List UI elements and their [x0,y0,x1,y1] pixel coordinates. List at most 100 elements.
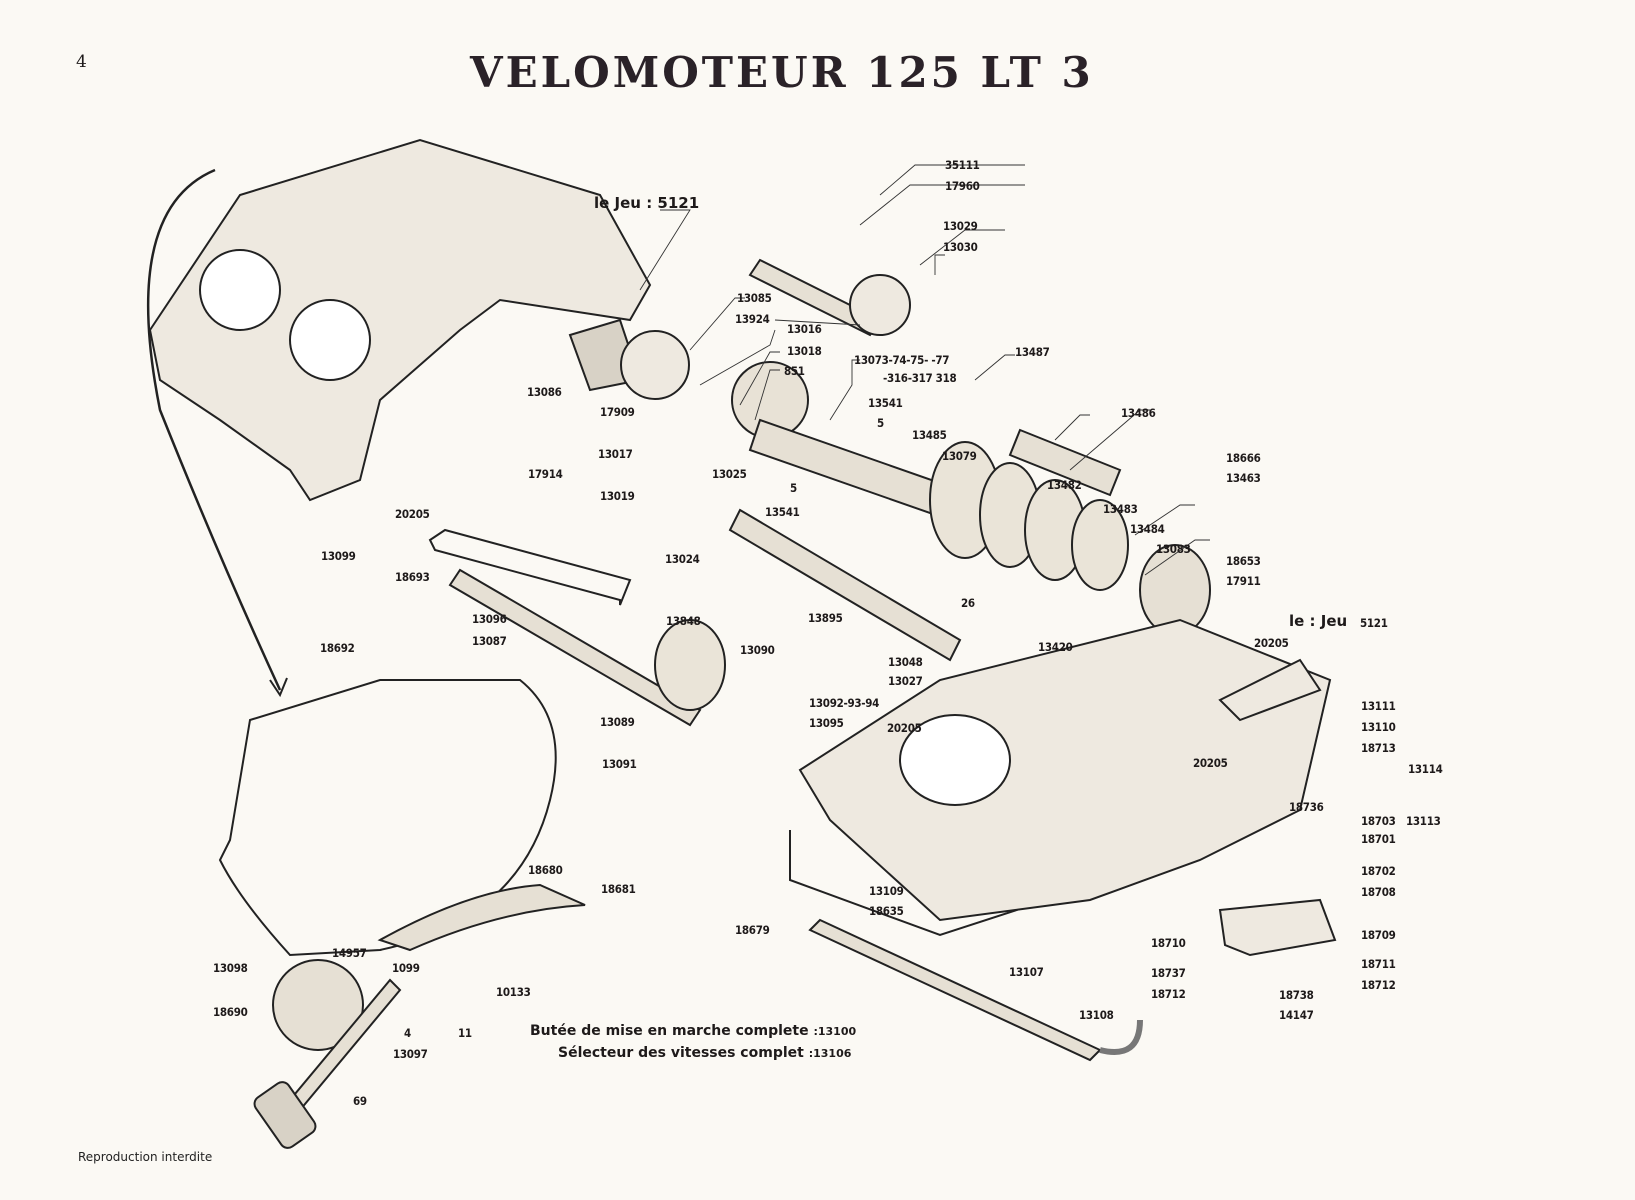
callout-13030: 13030 [943,240,978,254]
crankcase-arrow [146,168,282,691]
callout-13097: 13097 [393,1047,428,1061]
callout-17960: 17960 [945,179,980,193]
footer-copyright: Reproduction interdite [78,1150,213,1164]
callout-18635: 18635 [869,904,904,918]
callout-18680: 18680 [528,863,563,877]
callout-13091: 13091 [602,757,637,771]
callout-13085: 13085 [737,291,772,305]
callout-13463: 13463 [1226,471,1261,485]
callout-13486: 13486 [1121,406,1156,420]
callout-13019: 13019 [600,489,635,503]
crankcase-left [148,138,652,502]
callout-17914: 17914 [528,467,563,481]
callout-13090: 13090 [740,643,775,657]
callout-13114: 13114 [1408,762,1443,776]
callout-13024: 13024 [665,552,700,566]
callout-18708: 18708 [1361,885,1396,899]
callout-13110: 13110 [1361,720,1396,734]
callout-18711: 18711 [1361,957,1396,971]
callout-13099: 13099 [321,549,356,563]
callout-851: 851 [784,364,805,378]
callout-18709: 18709 [1361,928,1396,942]
callout-13089: 13089 [600,715,635,729]
callout-18666: 18666 [1226,451,1261,465]
callout-13541-bottom: 13541 [765,505,800,519]
callout-18736: 18736 [1289,800,1324,814]
note-kickstart-stop: Butée de mise en marche complete :13100 [530,1023,856,1039]
note-text: Butée de mise en marche complete [530,1023,809,1039]
callout-10133: 10133 [496,985,531,999]
callout-18681: 18681 [601,882,636,896]
callout-13092-93-94: 13092-93-94 [809,696,880,710]
callout-13098: 13098 [213,961,248,975]
callout-13017: 13017 [598,447,633,461]
callout-17911: 17911 [1226,574,1261,588]
kick-spring [272,959,364,1051]
note-ref: :13100 [813,1025,857,1038]
callout-13073: 13073-74-75- -77 [854,353,950,367]
callout-17909: 17909 [600,405,635,419]
callout-13087: 13087 [472,634,507,648]
callout-13025: 13025 [712,467,747,481]
selector-plate [1218,898,1337,957]
callout-18702: 18702 [1361,864,1396,878]
callout-13111: 13111 [1361,699,1396,713]
callout-20205-lower: 20205 [1193,756,1228,770]
callout-13483: 13483 [1103,502,1138,516]
callout-18712-right: 18712 [1361,978,1396,992]
callout-13095: 13095 [809,716,844,730]
callout-13541-top: 13541 [868,396,903,410]
callout-14147: 14147 [1279,1008,1314,1022]
callout-13048: 13048 [888,655,923,669]
callout-20205-top: 20205 [395,507,430,521]
callout-13848: 13848 [666,614,701,628]
callout-18679: 18679 [735,923,770,937]
callout-4: 4 [404,1026,411,1040]
callout-13018: 13018 [787,344,822,358]
callout-11: 11 [458,1026,472,1040]
page-number: 4 [76,52,87,72]
note-text: Sélecteur des vitesses complet [558,1045,804,1061]
callout-13086: 13086 [527,385,562,399]
page-title: VELOMOTEUR 125 LT 3 [470,48,1094,97]
set-label-right: le : Jeu [1289,612,1348,630]
callout-13083: 13083 [1156,542,1191,556]
callout-13420: 13420 [1038,640,1073,654]
callout-13108: 13108 [1079,1008,1114,1022]
callout-13895: 13895 [808,611,843,625]
layshaft [728,508,962,662]
callout-13487: 13487 [1015,345,1050,359]
callout-18738: 18738 [1279,988,1314,1002]
callout-18653: 18653 [1226,554,1261,568]
callout-13482: 13482 [1047,478,1082,492]
callout-18690: 18690 [213,1005,248,1019]
callout-14957: 14957 [332,946,367,960]
callout-13016: 13016 [787,322,822,336]
callout-18701: 18701 [1361,832,1396,846]
callout-13073-b: -316-317 318 [883,371,957,385]
callout-18710: 18710 [1151,936,1186,950]
callout-1099: 1099 [392,961,420,975]
note-ref: :13106 [808,1047,852,1060]
callout-13924: 13924 [735,312,770,326]
callout-13485: 13485 [912,428,947,442]
set-label-top: le Jeu : 5121 [594,194,700,212]
callout-13029: 13029 [943,219,978,233]
callout-13096: 13096 [472,612,507,626]
callout-13484: 13484 [1130,522,1165,536]
callout-5-bottom: 5 [790,481,797,495]
callout-18737: 18737 [1151,966,1186,980]
callout-13107: 13107 [1009,965,1044,979]
callout-18692: 18692 [320,641,355,655]
callout-5-top: 5 [877,416,884,430]
callout-13079: 13079 [942,449,977,463]
note-gear-selector: Sélecteur des vitesses complet :13106 [558,1045,851,1061]
callout-13027: 13027 [888,674,923,688]
callout-20205-right: 20205 [1254,636,1289,650]
callout-18713: 18713 [1361,741,1396,755]
callout-35111: 35111 [945,158,980,172]
callout-13113: 13113 [1406,814,1441,828]
callout-20205-mid: 20205 [887,721,922,735]
callout-13109: 13109 [869,884,904,898]
